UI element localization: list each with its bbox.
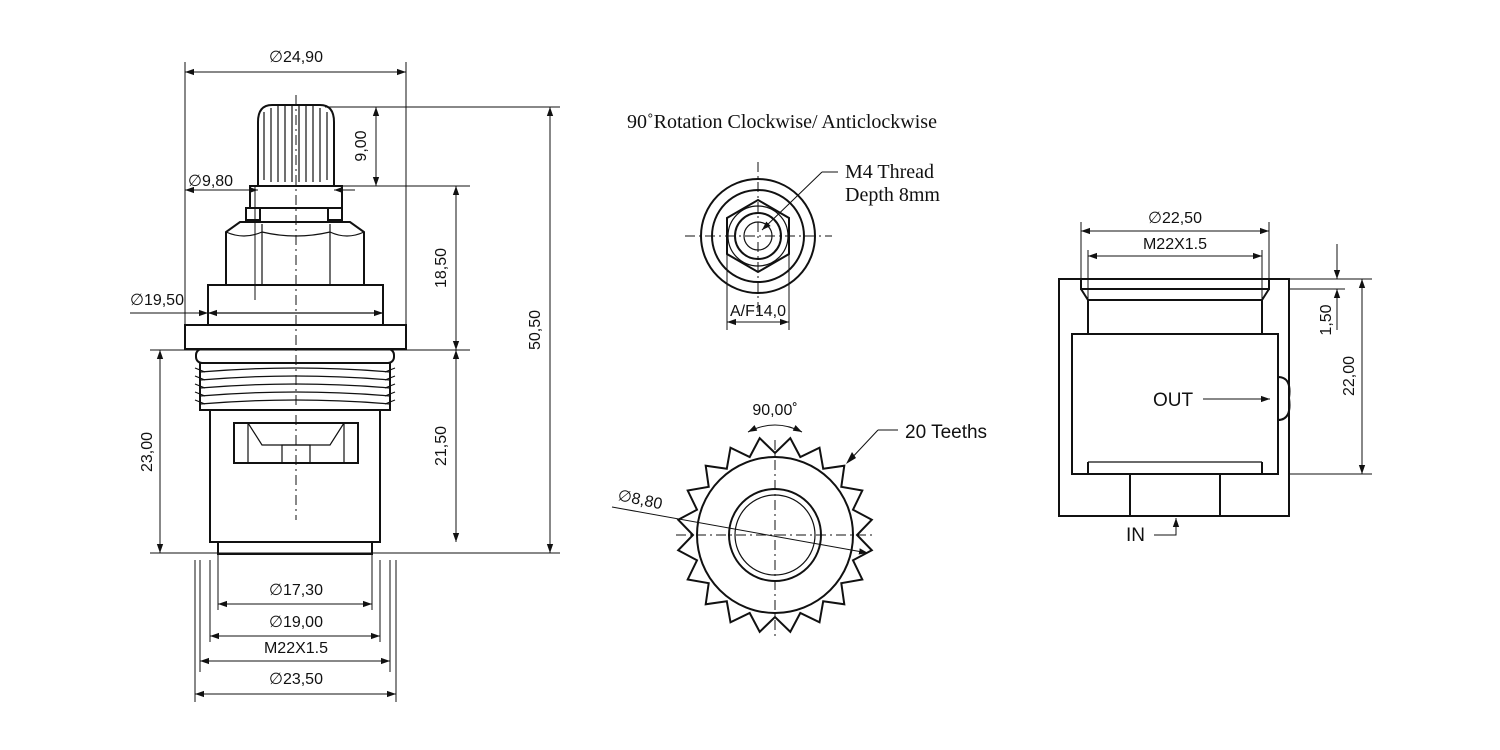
spline-knob — [257, 104, 335, 187]
dim-spline-height: 9,00 — [353, 130, 370, 161]
thread-note-1: M4 Thread — [845, 161, 934, 183]
dim-dia-spline: ∅9,80 — [188, 173, 233, 190]
dim-port-step: 1,50 — [1318, 304, 1335, 335]
dim-dia-bottom3: ∅23,50 — [269, 671, 323, 688]
dim-port-dia: ∅22,50 — [1148, 210, 1202, 227]
dim-nut-height: 18,50 — [433, 248, 450, 288]
dim-thread-height: 23,00 — [139, 432, 156, 472]
dim-dia-bottom2: ∅19,00 — [269, 614, 323, 631]
spline-teeth-outline — [676, 436, 874, 634]
dim-dia-flange: ∅19,50 — [130, 292, 184, 309]
dim-hex-af: A/F14,0 — [730, 303, 786, 320]
spline-view: 90,00˚ ∅8,80 20 Teeths — [611, 402, 987, 640]
dim-angle: 90,00˚ — [752, 402, 797, 419]
thread — [194, 362, 396, 411]
dim-port-thread: M22X1.5 — [1143, 236, 1207, 253]
dim-dia-top: ∅24,90 — [269, 49, 323, 66]
dim-dia-bottom1: ∅17,30 — [269, 582, 323, 599]
side-port — [233, 422, 359, 464]
hex-nut — [225, 221, 365, 286]
in-label: IN — [1126, 525, 1145, 546]
teeth-note: 20 Teeths — [905, 422, 987, 443]
top-view: 90˚Rotation Clockwise/ Anticlockwise M4 … — [627, 111, 940, 330]
out-label: OUT — [1153, 390, 1194, 411]
dim-thread-spec: M22X1.5 — [264, 640, 328, 657]
dim-port-height: 22,00 — [1341, 356, 1358, 396]
dim-total-height: 50,50 — [527, 310, 544, 350]
side-view: ∅24,90 9,00 ∅9,80 18,50 ∅19,50 50,50 23,… — [130, 49, 560, 702]
port-view: ∅22,50 M22X1.5 1,50 22,00 OUT IN — [1058, 210, 1372, 546]
thread-note-2: Depth 8mm — [845, 184, 940, 206]
dim-body-height: 21,50 — [433, 426, 450, 466]
rotation-note: 90˚Rotation Clockwise/ Anticlockwise — [627, 111, 937, 133]
